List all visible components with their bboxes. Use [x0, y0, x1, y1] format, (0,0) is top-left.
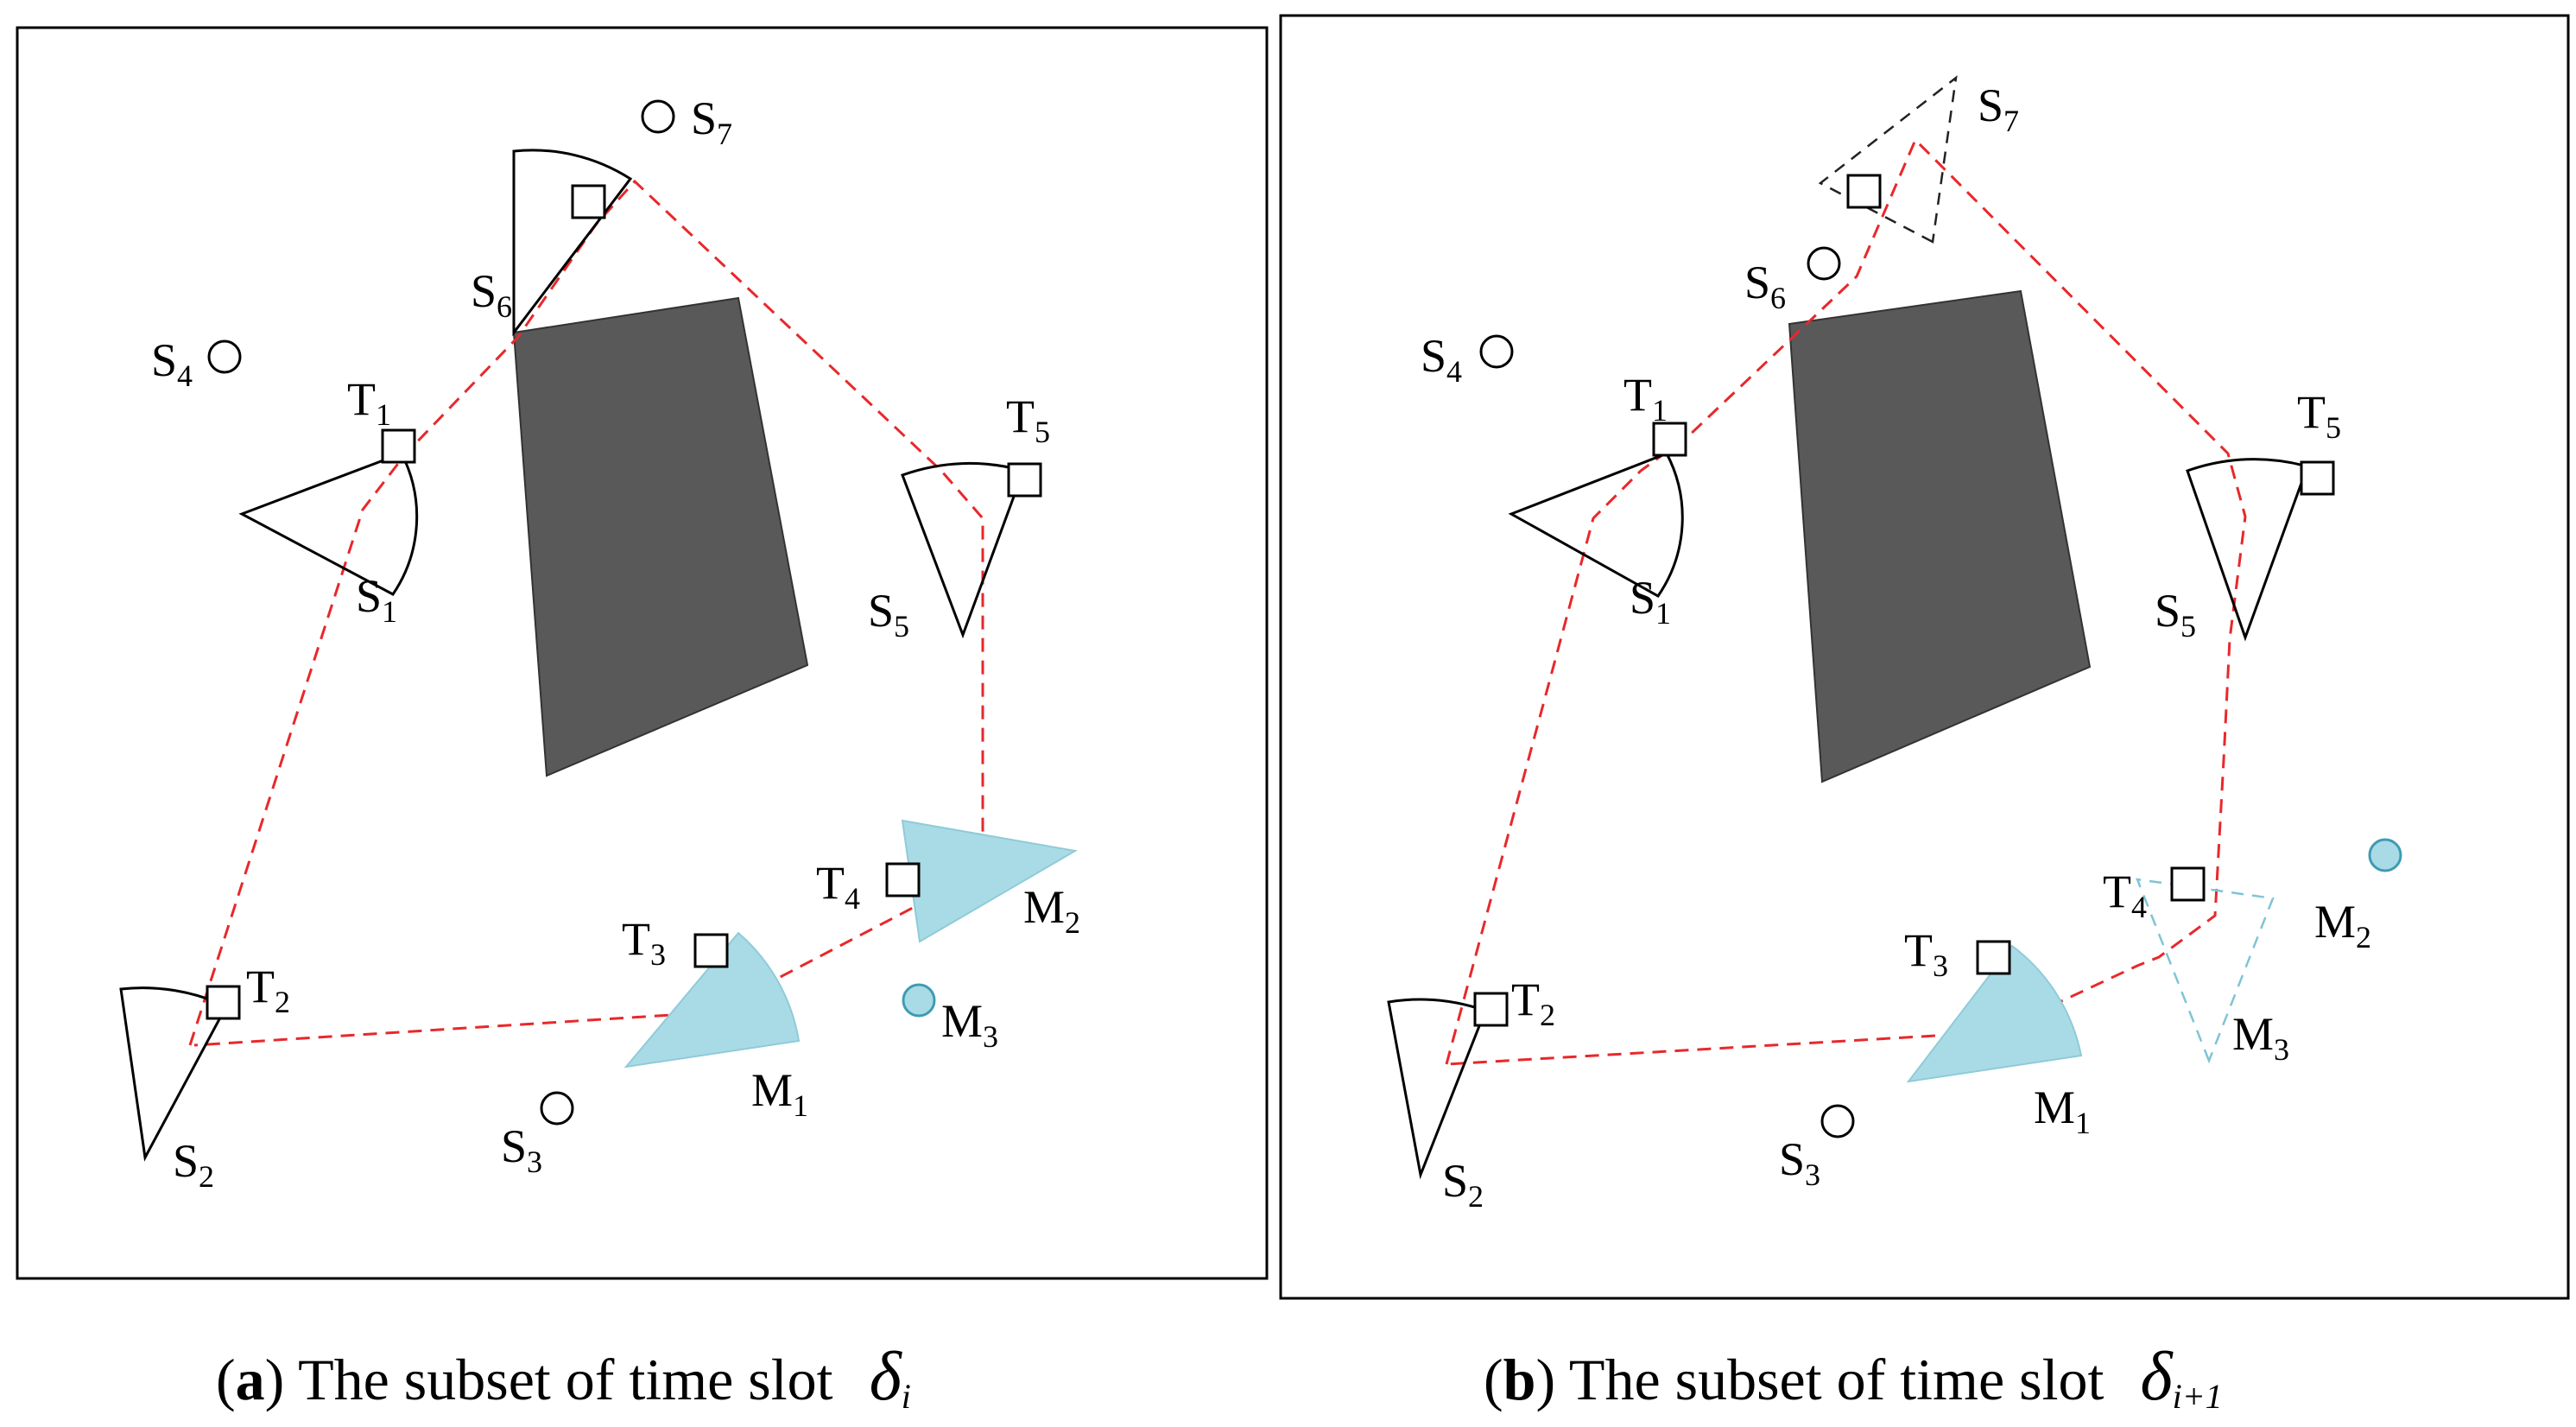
target-t5: [1007, 462, 1042, 498]
node-s3: [1820, 1104, 1855, 1138]
node-s6: [1807, 246, 1841, 281]
mobile-m1-sector: [1906, 944, 2083, 1083]
node-m3: [902, 983, 936, 1018]
label-t3: T3: [622, 913, 666, 972]
label-s4: S4: [151, 334, 193, 393]
label-s2: S2: [173, 1135, 214, 1194]
label-m3: M3: [2232, 1008, 2289, 1067]
target-s7-marker: [1846, 174, 1882, 209]
target-t3: [693, 933, 729, 968]
target-t5: [2300, 460, 2335, 496]
label-t1: T1: [347, 373, 391, 432]
panel-a-frame: [16, 26, 1269, 1280]
target-t4: [2170, 866, 2206, 902]
label-t2: T2: [1511, 974, 1555, 1032]
sensor-s6-sector: [512, 149, 633, 337]
panel-b-frame: [1279, 14, 2570, 1300]
label-s3: S3: [1779, 1133, 1820, 1192]
label-t2: T2: [246, 961, 290, 1019]
label-s4: S4: [1421, 330, 1462, 389]
sensor-s7-sector: [1818, 75, 1958, 244]
label-t4: T4: [816, 857, 860, 916]
sensor-s2-sector: [1387, 998, 1487, 1180]
target-t4: [885, 862, 921, 897]
node-s4: [207, 339, 242, 374]
label-t5: T5: [1006, 390, 1050, 449]
label-s6: S6: [471, 265, 512, 324]
target-t1: [381, 428, 416, 464]
label-s1: S1: [1630, 572, 1671, 631]
node-s7: [641, 99, 675, 134]
target-t1: [1652, 422, 1687, 457]
sensor-s1-sector: [1508, 452, 1684, 598]
label-m3: M3: [941, 995, 998, 1054]
label-t1: T1: [1623, 369, 1668, 428]
label-m1: M1: [2034, 1081, 2091, 1140]
target-t3: [1976, 940, 2011, 975]
label-s2: S2: [1442, 1155, 1484, 1214]
label-t5: T5: [2297, 386, 2341, 445]
mobile-m1-sector: [623, 931, 801, 1069]
label-t4: T4: [2103, 866, 2147, 924]
label-s7: S7: [691, 92, 732, 151]
patrol-route: [1445, 137, 2247, 1066]
obstacle: [512, 296, 809, 777]
obstacle: [1788, 289, 2092, 783]
label-s7: S7: [1978, 79, 2019, 138]
label-m1: M1: [751, 1064, 808, 1123]
label-m2: M2: [2314, 896, 2371, 955]
node-s3: [540, 1091, 574, 1126]
label-s3: S3: [501, 1120, 542, 1179]
sensor-s1-sector: [238, 452, 419, 596]
label-s6: S6: [1744, 257, 1786, 315]
label-s5: S5: [2155, 585, 2196, 644]
panel-b: S7 S6 S4 T1 S1 T5 S5 T4 M2 T3 M3 T2 M1 S…: [1279, 14, 2570, 1300]
target-t2: [206, 985, 241, 1020]
node-m2: [2368, 838, 2402, 872]
label-m2: M2: [1023, 881, 1080, 940]
node-s4: [1479, 334, 1514, 369]
mobile-m3-sector: [2136, 878, 2275, 1064]
label-s1: S1: [356, 570, 397, 629]
sensor-s5-sector: [2186, 458, 2309, 642]
panel-a: S7 S6 S4 T1 S1 T5 S5 T4 M2 T3 M3 T2 M1 S…: [16, 26, 1269, 1280]
sensor-s5-sector: [901, 461, 1025, 639]
label-t3: T3: [1904, 924, 1948, 983]
target-t2: [1473, 992, 1509, 1027]
label-s5: S5: [868, 585, 909, 644]
target-s6-marker: [571, 184, 606, 219]
